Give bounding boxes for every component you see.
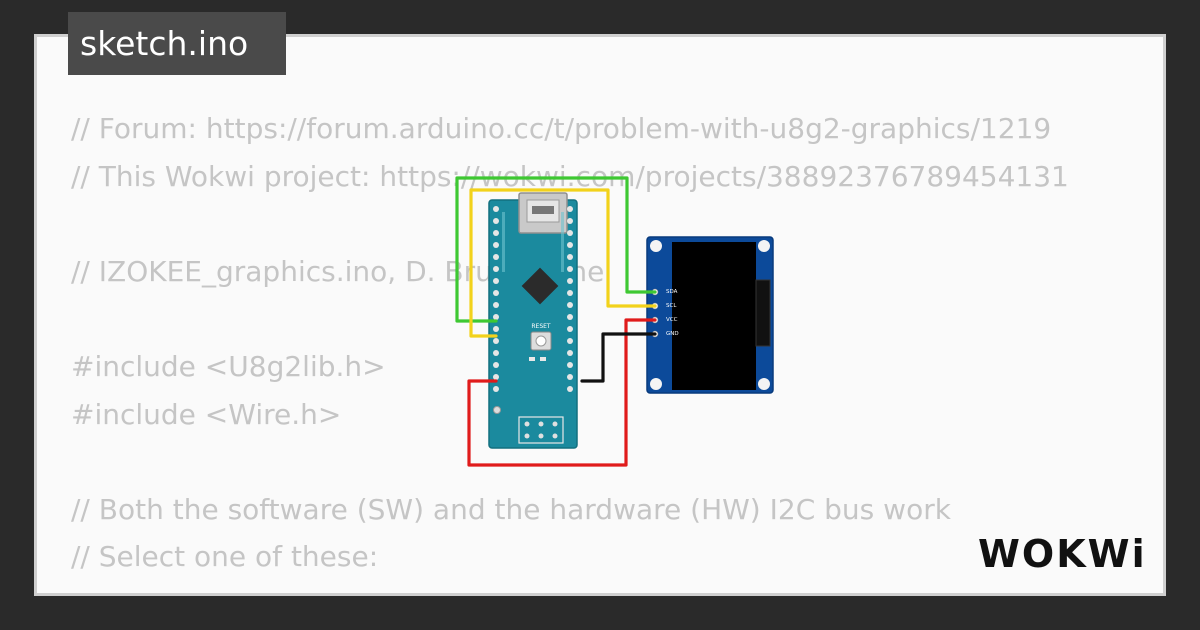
left-pin-header <box>493 206 499 392</box>
oled-mount-hole <box>758 240 770 252</box>
file-tab[interactable]: sketch.ino <box>68 12 286 75</box>
reset-button-cap <box>535 335 547 347</box>
oled-ribbon <box>755 279 771 347</box>
silkscreen-right <box>561 212 564 272</box>
oled-screen <box>672 242 756 390</box>
mcu-chip <box>521 267 559 305</box>
oled-pin-label: VCC <box>666 317 678 323</box>
code-line: // This Wokwi project: https://wokwi.com… <box>71 159 1069 193</box>
arduino-nano-board[interactable]: RESET <box>488 192 578 449</box>
oled-pin-label: SDA <box>666 289 678 295</box>
usb-port-slot <box>532 206 554 214</box>
wire-sda-green[interactable] <box>455 176 657 323</box>
reset-label: RESET <box>531 323 551 330</box>
oled-mount-hole <box>650 240 662 252</box>
code-line: // Forum: https://forum.arduino.cc/t/pro… <box>71 112 1052 145</box>
wokwi-logo: WOKWi <box>978 532 1147 576</box>
code-editor[interactable]: // Forum: https://forum.arduino.cc/t/pro… <box>71 105 1099 593</box>
code-line: // Select one of these: <box>71 540 379 574</box>
oled-display[interactable]: SDA SCL VCC GND <box>646 236 774 394</box>
led-on <box>540 357 546 361</box>
icsp-header <box>518 416 564 444</box>
wire-vcc-red[interactable] <box>467 318 657 467</box>
code-line: //U8G2_SSD1306_128X64_NONAME_F_SW_I2C u8… <box>71 581 1099 593</box>
mounting-hole <box>493 406 501 414</box>
oled-pin-label: SCL <box>666 303 677 309</box>
silkscreen-left <box>502 212 505 272</box>
right-pin-header <box>567 206 573 392</box>
wire-scl-yellow[interactable] <box>469 188 657 338</box>
oled-pin-label: GND <box>666 331 679 337</box>
code-line: #include <Wire.h> <box>71 397 342 431</box>
oled-mount-hole <box>758 378 770 390</box>
code-line: // Both the software (SW) and the hardwa… <box>71 492 951 526</box>
code-line: #include <U8g2lib.h> <box>71 349 386 383</box>
wire-gnd-black[interactable] <box>580 332 657 383</box>
led-l <box>529 357 535 361</box>
code-editor-panel: // Forum: https://forum.arduino.cc/t/pro… <box>34 34 1166 596</box>
oled-mount-hole <box>650 378 662 390</box>
icsp-pins <box>524 421 558 439</box>
